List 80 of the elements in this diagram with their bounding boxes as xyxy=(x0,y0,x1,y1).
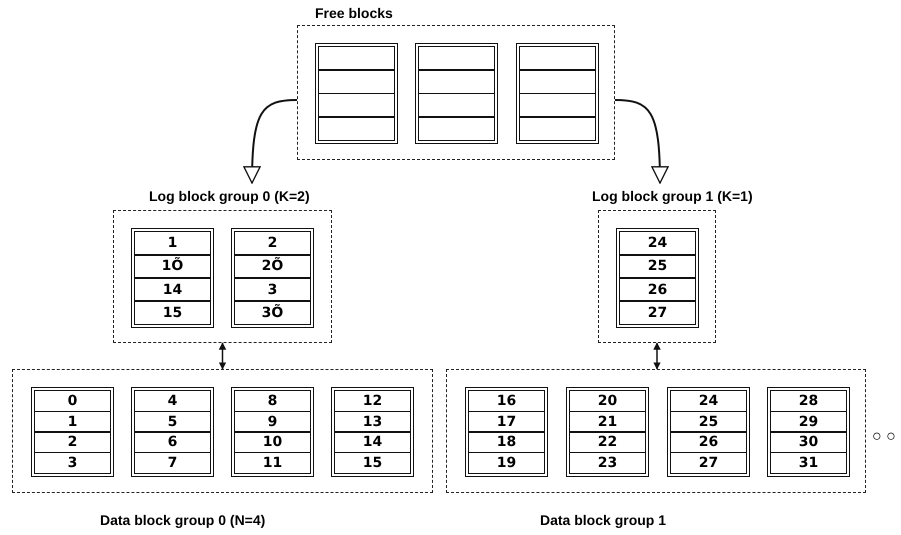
empty-page-slot xyxy=(519,46,596,71)
page-cell: 15 xyxy=(134,300,211,325)
group-title: Log block group 0 (K=2) xyxy=(149,187,310,205)
page-cell: 9 xyxy=(234,410,311,433)
page-cell: 24 xyxy=(619,231,696,256)
group-title: Data block group 0 (N=4) xyxy=(100,511,266,529)
block-column xyxy=(131,387,214,477)
page-cell: 17 xyxy=(468,410,545,433)
block-column xyxy=(231,387,314,477)
page-cell: 21 xyxy=(569,410,646,433)
page-cell: 18 xyxy=(468,431,545,454)
empty-page-slot xyxy=(318,92,395,118)
double-arrow xyxy=(653,342,661,370)
page-cell: 26 xyxy=(670,431,747,454)
page-cell: 16 xyxy=(468,390,545,412)
page-cell: 23 xyxy=(569,452,646,474)
page-cell: 27 xyxy=(619,300,696,325)
block-column xyxy=(231,228,314,328)
page-cell: 10 xyxy=(234,431,311,454)
group-title: Log block group 1 (K=1) xyxy=(592,187,753,205)
page-cell: 19 xyxy=(468,452,545,474)
block-column xyxy=(31,387,114,477)
curved-arrow xyxy=(614,99,669,184)
block-column xyxy=(616,228,699,328)
page-cell: 22 xyxy=(569,431,646,454)
empty-page-slot xyxy=(318,116,395,141)
block-column xyxy=(415,43,498,144)
page-cell: 5 xyxy=(134,410,211,433)
page-cell: 1 xyxy=(34,410,111,433)
page-cell: 15 xyxy=(334,452,411,474)
page-cell: 1Õ xyxy=(134,254,211,279)
page-cell: 28 xyxy=(770,390,847,412)
group-title: Free blocks xyxy=(315,4,393,22)
block-column xyxy=(465,387,548,477)
page-cell: 2Õ xyxy=(234,254,311,279)
page-cell: 11 xyxy=(234,452,311,474)
block-column xyxy=(667,387,750,477)
double-arrow xyxy=(218,342,226,370)
block-column xyxy=(315,43,398,144)
page-cell: 2 xyxy=(34,431,111,454)
page-cell: 4 xyxy=(134,390,211,412)
continuation-mark: ○ ○ xyxy=(872,428,896,446)
block-column xyxy=(131,228,214,328)
page-cell: 20 xyxy=(569,390,646,412)
block-column xyxy=(566,387,649,477)
empty-page-slot xyxy=(418,69,495,94)
page-cell: 31 xyxy=(770,452,847,474)
page-cell: 7 xyxy=(134,452,211,474)
empty-page-slot xyxy=(519,92,596,118)
empty-page-slot xyxy=(519,69,596,94)
page-cell: 3Õ xyxy=(234,300,311,325)
page-cell: 0 xyxy=(34,390,111,412)
page-cell: 2 xyxy=(234,231,311,256)
page-cell: 27 xyxy=(670,452,747,474)
page-cell: 13 xyxy=(334,410,411,433)
block-column xyxy=(331,387,414,477)
empty-page-slot xyxy=(418,116,495,141)
page-cell: 26 xyxy=(619,277,696,302)
block-column xyxy=(767,387,850,477)
page-cell: 29 xyxy=(770,410,847,433)
page-cell: 14 xyxy=(334,431,411,454)
page-cell: 30 xyxy=(770,431,847,454)
page-cell: 25 xyxy=(670,410,747,433)
page-cell: 12 xyxy=(334,390,411,412)
empty-page-slot xyxy=(418,92,495,118)
empty-page-slot xyxy=(418,46,495,71)
page-cell: 3 xyxy=(34,452,111,474)
page-cell: 6 xyxy=(134,431,211,454)
page-cell: 3 xyxy=(234,277,311,302)
page-cell: 25 xyxy=(619,254,696,279)
block-column xyxy=(516,43,599,144)
curved-arrow xyxy=(243,99,298,184)
page-cell: 24 xyxy=(670,390,747,412)
page-cell: 1 xyxy=(134,231,211,256)
empty-page-slot xyxy=(318,46,395,71)
empty-page-slot xyxy=(519,116,596,141)
page-cell: 8 xyxy=(234,390,311,412)
page-cell: 14 xyxy=(134,277,211,302)
group-title: Data block group 1 xyxy=(540,511,666,529)
empty-page-slot xyxy=(318,69,395,94)
